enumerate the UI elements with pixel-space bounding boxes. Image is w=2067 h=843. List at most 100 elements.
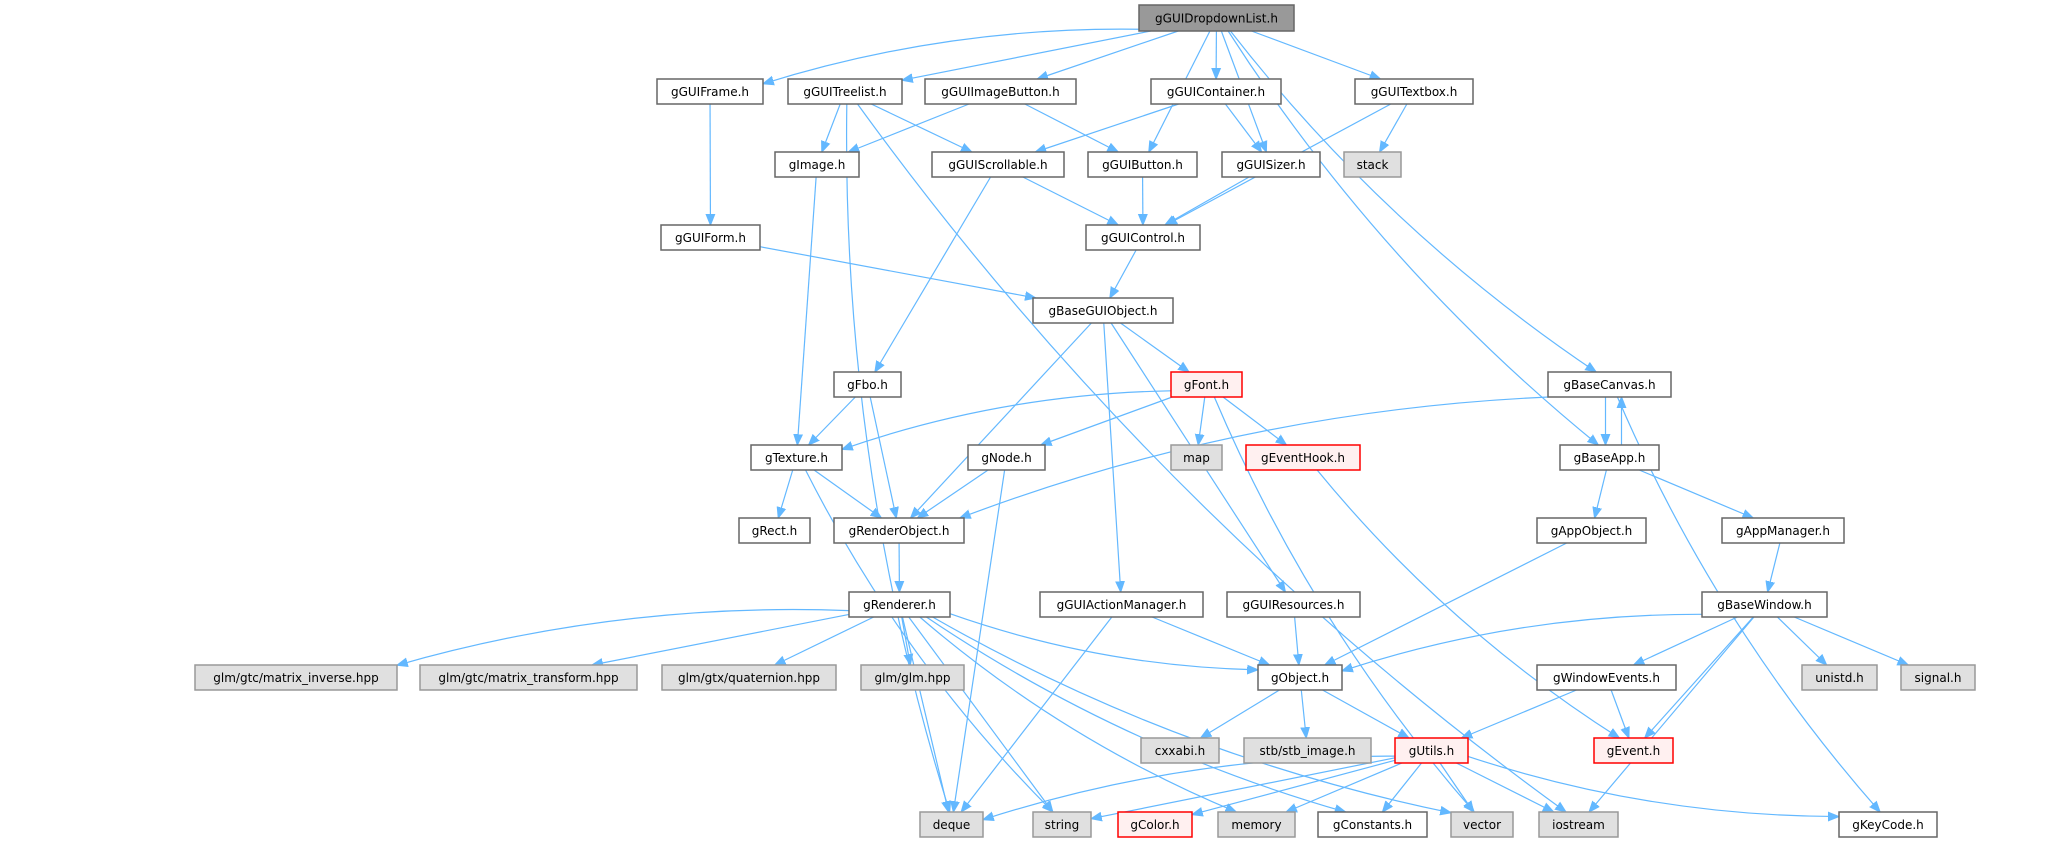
- node-baseapp[interactable]: gBaseApp.h: [1559, 444, 1660, 471]
- node-box: [661, 664, 837, 691]
- node-string[interactable]: string: [1032, 811, 1092, 838]
- node-label: gEvent.h: [1607, 744, 1660, 758]
- node-box: [1536, 664, 1677, 691]
- edge-actionmanager-to-object: [1151, 616, 1269, 666]
- node-label: gGUISizer.h: [1236, 158, 1305, 172]
- edge-basewindow-to-iostream: [1589, 616, 1755, 812]
- node-root[interactable]: gGUIDropdownList.h: [1138, 4, 1295, 32]
- node-container[interactable]: gGUIContainer.h: [1150, 78, 1282, 105]
- node-event[interactable]: gEvent.h: [1593, 737, 1674, 764]
- node-map[interactable]: map: [1170, 444, 1223, 471]
- node-treelist[interactable]: gGUITreelist.h: [787, 78, 903, 105]
- node-label: gWindowEvents.h: [1553, 671, 1660, 685]
- node-imagebutton[interactable]: gGUIImageButton.h: [924, 78, 1077, 105]
- node-actionmanager[interactable]: gGUIActionManager.h: [1039, 591, 1204, 618]
- edge-container-to-scrollable: [1035, 103, 1179, 152]
- node-resources[interactable]: gGUIResources.h: [1226, 591, 1361, 618]
- node-renderobject[interactable]: gRenderObject.h: [833, 517, 965, 544]
- node-box: [967, 444, 1046, 471]
- node-appmanager[interactable]: gAppManager.h: [1721, 517, 1845, 544]
- node-box: [1559, 444, 1660, 471]
- node-image[interactable]: gImage.h: [774, 151, 860, 178]
- node-box: [919, 811, 984, 838]
- edge-root-to-imagebutton: [1037, 30, 1179, 79]
- node-label: gObject.h: [1271, 671, 1329, 685]
- node-box: [1593, 737, 1674, 764]
- node-box: [1547, 371, 1672, 398]
- node-label: gGUITreelist.h: [803, 85, 886, 99]
- edge-renderer-to-string: [908, 616, 1053, 812]
- node-textbox[interactable]: gGUITextbox.h: [1354, 78, 1474, 105]
- edge-basewindow-to-object: [1342, 613, 1703, 671]
- node-sizer[interactable]: gGUISizer.h: [1221, 151, 1321, 178]
- node-deque[interactable]: deque: [919, 811, 984, 838]
- node-box: [1900, 664, 1976, 691]
- edge-texture-to-renderobject: [813, 469, 881, 518]
- node-form[interactable]: gGUIForm.h: [660, 224, 761, 251]
- edge-basewindow-to-signal: [1793, 616, 1908, 665]
- node-button[interactable]: gGUIButton.h: [1087, 151, 1198, 178]
- node-rect[interactable]: gRect.h: [738, 517, 811, 544]
- node-constants[interactable]: gConstants.h: [1317, 811, 1428, 838]
- node-box: [1538, 811, 1619, 838]
- node-matinv[interactable]: glm/gtc/matrix_inverse.hpp: [194, 664, 398, 691]
- node-baseguiobject[interactable]: gBaseGUIObject.h: [1032, 297, 1174, 324]
- node-mattrans[interactable]: glm/gtc/matrix_transform.hpp: [419, 664, 638, 691]
- node-quat[interactable]: glm/gtx/quaternion.hpp: [661, 664, 837, 691]
- node-signal[interactable]: signal.h: [1900, 664, 1976, 691]
- node-appobject[interactable]: gAppObject.h: [1536, 517, 1647, 544]
- node-stack[interactable]: stack: [1343, 151, 1402, 178]
- edge-root-to-treelist: [902, 30, 1151, 80]
- node-frame[interactable]: gGUIFrame.h: [656, 78, 764, 105]
- node-iostream[interactable]: iostream: [1538, 811, 1619, 838]
- node-memory[interactable]: memory: [1217, 811, 1296, 838]
- edge-renderer-to-deque: [901, 616, 948, 812]
- edge-treelist-to-image: [822, 103, 841, 152]
- node-eventhook[interactable]: gEventHook.h: [1245, 444, 1361, 471]
- edge-basewindow-to-unistd: [1776, 616, 1826, 665]
- edge-basewindow-to-windowevents: [1634, 616, 1738, 665]
- node-label: stack: [1357, 158, 1389, 172]
- node-node[interactable]: gNode.h: [967, 444, 1046, 471]
- node-control[interactable]: gGUIControl.h: [1085, 224, 1201, 251]
- node-box: [738, 517, 811, 544]
- node-label: gConstants.h: [1333, 818, 1412, 832]
- edge-texture-to-rect: [778, 469, 794, 518]
- edge-renderer-to-glm: [901, 616, 911, 665]
- edge-utils-to-string: [1091, 757, 1396, 819]
- node-windowevents[interactable]: gWindowEvents.h: [1536, 664, 1677, 691]
- node-box: [1138, 4, 1295, 32]
- node-cxxabi[interactable]: cxxabi.h: [1140, 737, 1220, 764]
- node-font[interactable]: gFont.h: [1170, 371, 1243, 398]
- node-label: gGUIControl.h: [1101, 231, 1185, 245]
- nodes-layer: gGUIDropdownList.h gGUIFrame.h gGUITreelis…: [194, 4, 1976, 838]
- node-stbimage[interactable]: stb/stb_image.h: [1243, 737, 1372, 764]
- node-basewindow[interactable]: gBaseWindow.h: [1701, 591, 1828, 618]
- node-basecanvas[interactable]: gBaseCanvas.h: [1547, 371, 1672, 398]
- node-fbo[interactable]: gFbo.h: [833, 371, 902, 398]
- node-color[interactable]: gColor.h: [1117, 811, 1193, 838]
- node-label: gUtils.h: [1409, 744, 1454, 758]
- node-label: gImage.h: [789, 158, 846, 172]
- edge-basewindow-to-event: [1645, 616, 1754, 738]
- node-renderer[interactable]: gRenderer.h: [848, 591, 951, 618]
- node-label: gGUIContainer.h: [1167, 85, 1265, 99]
- node-object[interactable]: gObject.h: [1257, 664, 1343, 691]
- edge-utils-to-iostream: [1456, 762, 1553, 812]
- node-keycode[interactable]: gKeyCode.h: [1838, 811, 1938, 838]
- edge-actionmanager-to-deque: [961, 616, 1113, 812]
- edge-baseguiobject-to-renderobject: [911, 322, 1092, 518]
- node-scrollable[interactable]: gGUIScrollable.h: [931, 151, 1065, 178]
- edge-utils-to-constants: [1382, 762, 1422, 812]
- node-box: [1217, 811, 1296, 838]
- edge-renderer-to-quat: [775, 616, 874, 665]
- node-label: signal.h: [1915, 671, 1962, 685]
- node-label: glm/gtc/matrix_inverse.hpp: [213, 671, 378, 685]
- node-glm[interactable]: glm/glm.hpp: [860, 664, 965, 691]
- edge-treelist-to-scrollable: [870, 103, 972, 152]
- node-utils[interactable]: gUtils.h: [1394, 737, 1469, 764]
- node-unistd[interactable]: unistd.h: [1801, 664, 1878, 691]
- node-vector[interactable]: vector: [1450, 811, 1514, 838]
- edge-renderer-to-memory: [919, 616, 1236, 812]
- node-texture[interactable]: gTexture.h: [750, 444, 843, 471]
